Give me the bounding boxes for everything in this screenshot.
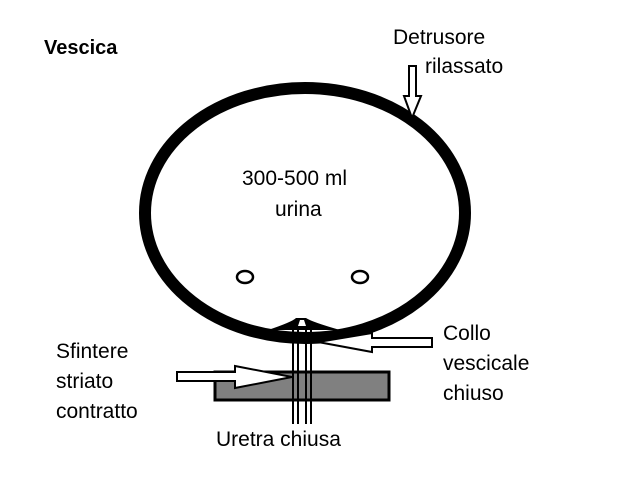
collo-label-line1: Collo [443,322,491,345]
collo-label-line3: chiuso [443,382,504,405]
sfintere-label-line1: Sfintere [56,340,129,363]
diagram-title: Vescica [44,37,118,59]
uretra-label: Uretra chiusa [216,428,341,451]
volume-label-line1: 300-500 ml [242,167,348,190]
volume-label-line2: urina [275,198,322,221]
detrusore-label-line1: Detrusore [393,26,486,49]
urethra [292,330,312,424]
ureteral-orifice-right [350,269,370,285]
collo-label-line2: vescicale [443,352,530,375]
bladder-neck-opening [298,320,306,326]
detrusore-label-line2: rilassato [425,55,504,78]
sfintere-arrow [176,364,293,390]
detrusore-arrow [402,65,423,121]
ureteral-orifice-left [235,269,255,285]
sfintere-label-line2: striato [56,370,114,393]
sfintere-label-line3: contratto [56,400,138,423]
collo-arrow [317,331,433,354]
